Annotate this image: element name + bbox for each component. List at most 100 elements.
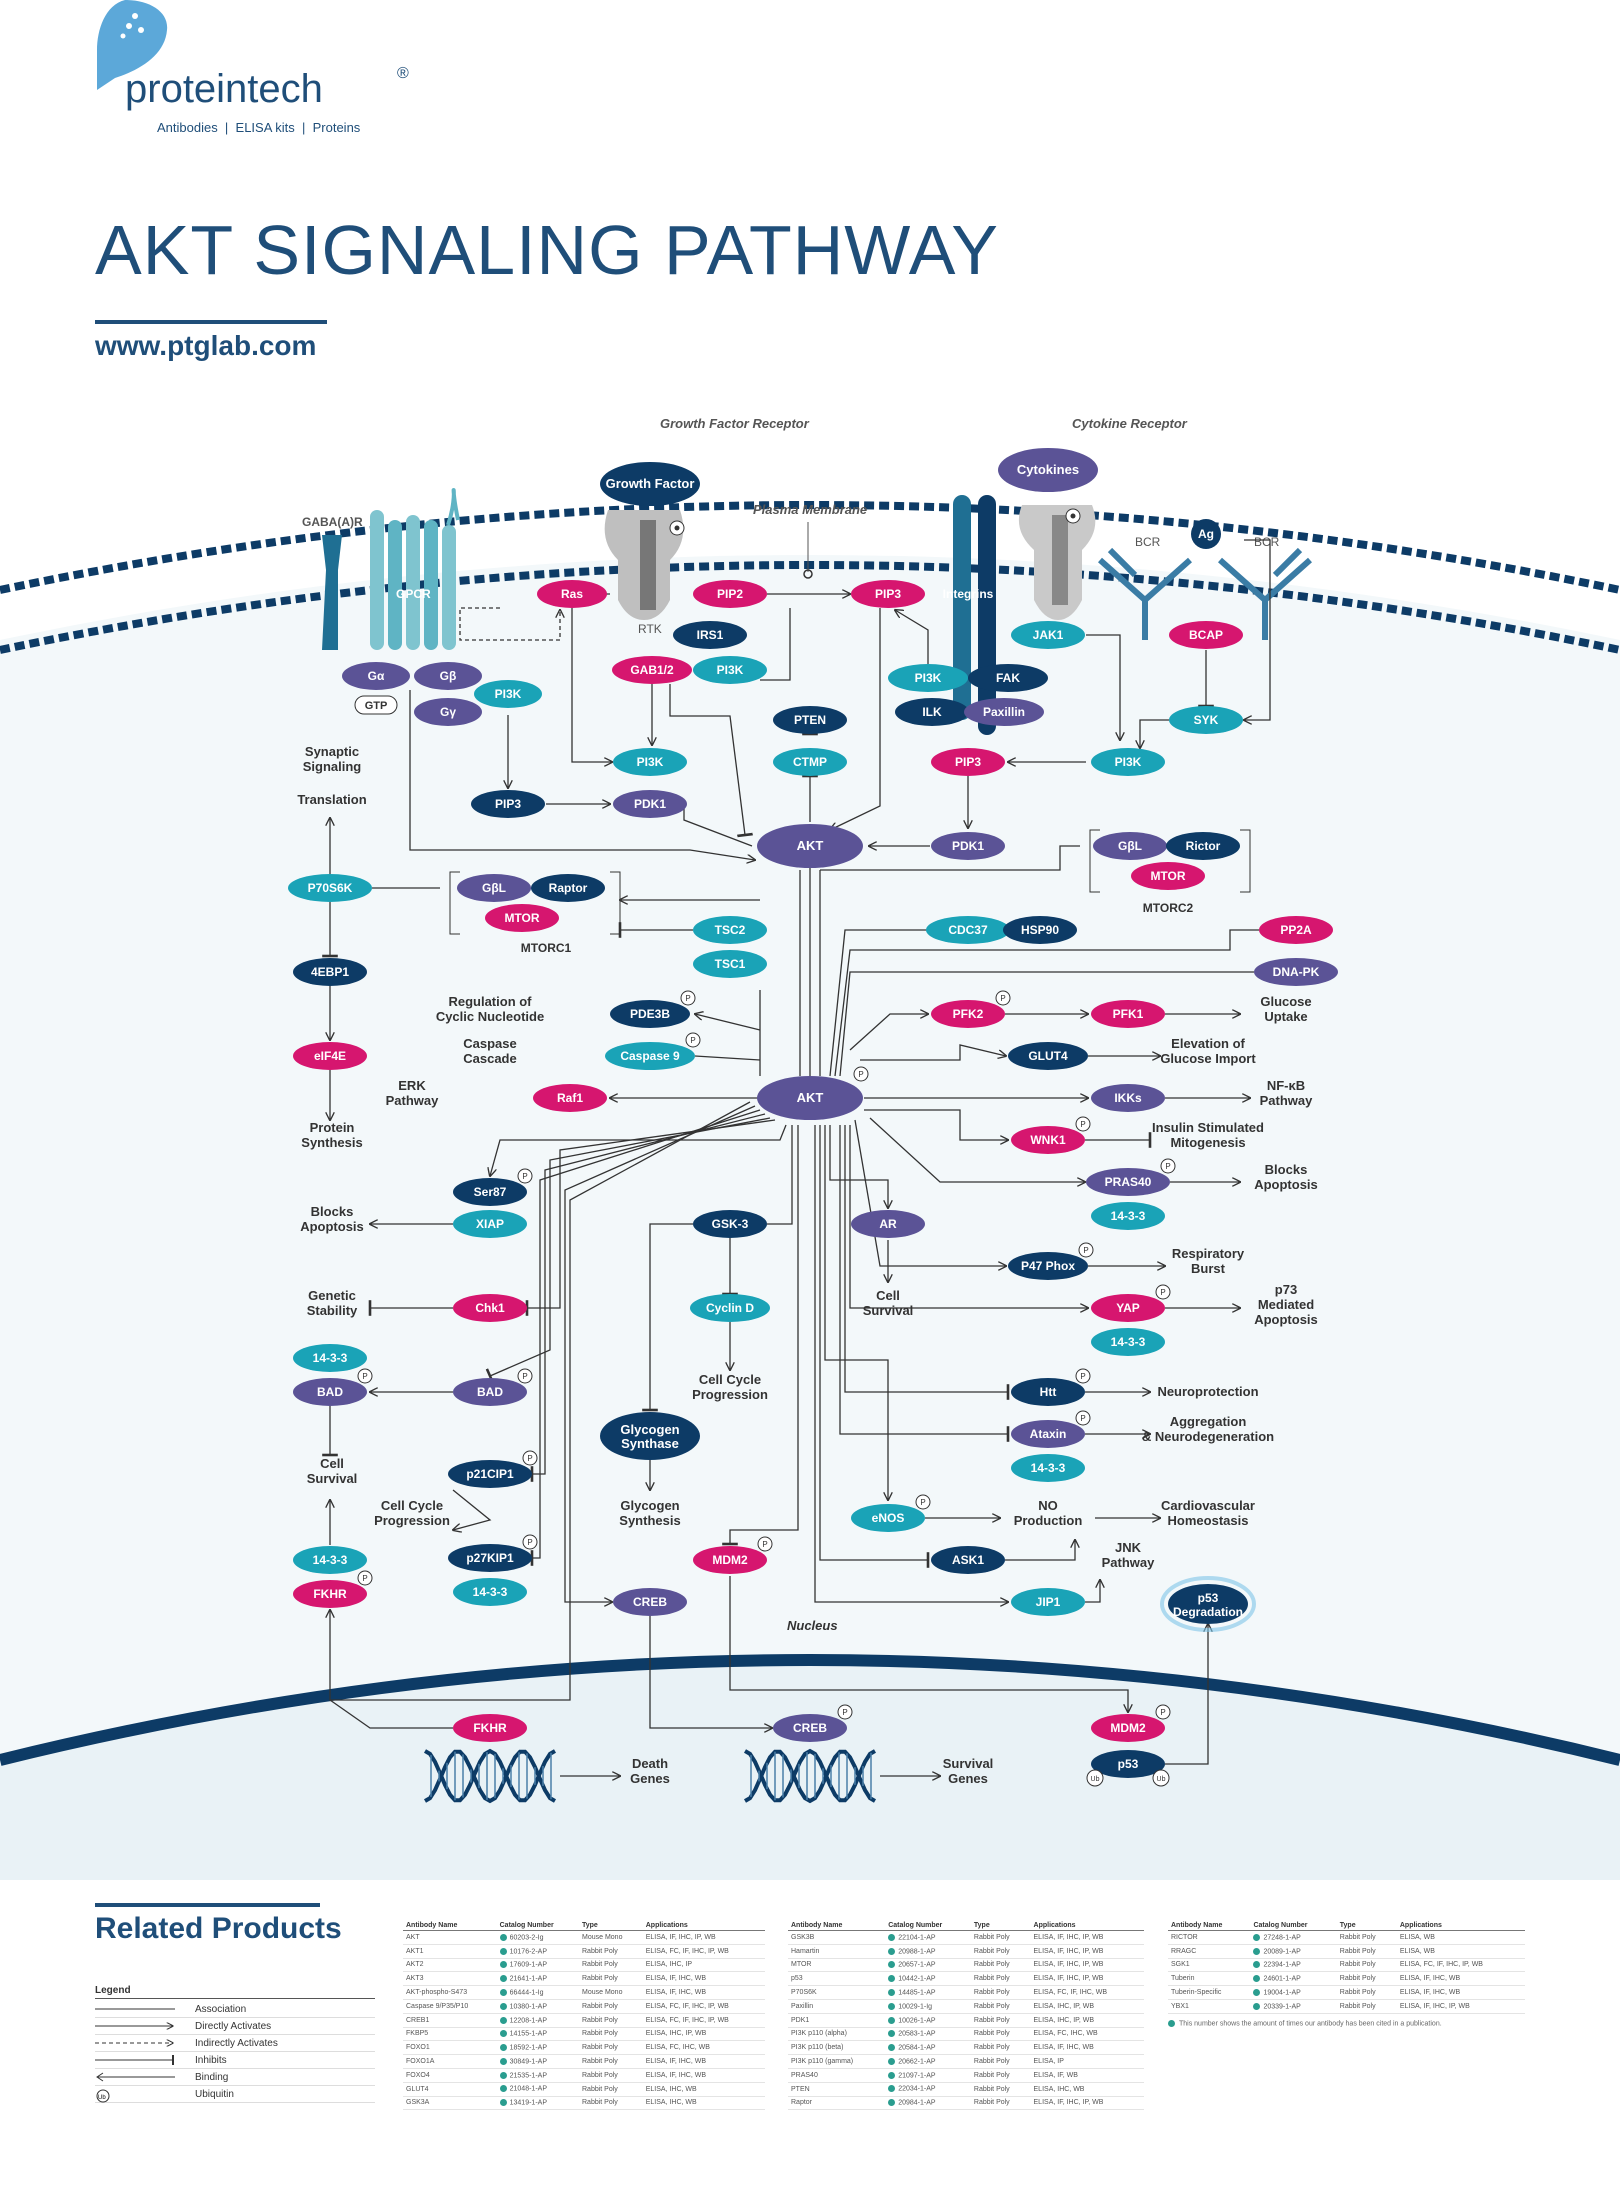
node-gbl1[interactable]: GβL xyxy=(457,874,531,902)
node-hsp90[interactable]: HSP90 xyxy=(1003,916,1077,944)
node-p1433-p27[interactable]: 14-3-3 xyxy=(453,1578,527,1606)
node-cytokines[interactable]: Cytokines xyxy=(998,448,1098,492)
node-ar[interactable]: AR xyxy=(851,1210,925,1238)
node-integrins[interactable]: Integrins xyxy=(943,587,994,601)
node-dnapk[interactable]: DNA-PK xyxy=(1254,958,1338,986)
node-creb-mid[interactable]: CREB xyxy=(613,1588,687,1616)
node-pi3k-rtk[interactable]: PI3K xyxy=(693,656,767,684)
node-pten[interactable]: PTEN xyxy=(773,706,847,734)
node-irs1[interactable]: IRS1 xyxy=(673,621,747,649)
node-mtor2[interactable]: MTOR xyxy=(1131,862,1205,890)
node-caspase9[interactable]: Caspase 9P xyxy=(605,1032,701,1070)
table-cell: Paxillin xyxy=(788,1999,886,2014)
node-paxillin[interactable]: Paxillin xyxy=(964,698,1044,726)
node-cdc37[interactable]: CDC37 xyxy=(926,916,1010,944)
node-pi3k-right[interactable]: PI3K xyxy=(1091,748,1165,776)
node-p1433-yap[interactable]: 14-3-3 xyxy=(1091,1328,1165,1356)
connector-line xyxy=(329,1699,453,1729)
node-pip3-left[interactable]: PIP3 xyxy=(471,790,545,818)
node-xiap[interactable]: XIAP xyxy=(453,1210,527,1238)
node-pi3k-mid[interactable]: PI3K xyxy=(613,748,687,776)
node-shape xyxy=(293,1546,367,1574)
node-pfk1[interactable]: PFK1 xyxy=(1091,1000,1165,1028)
website-link[interactable]: www.ptglab.com xyxy=(95,330,317,361)
node-pp2a[interactable]: PP2A xyxy=(1259,916,1333,944)
node-ikks[interactable]: IKKs xyxy=(1091,1084,1165,1112)
node-bcap[interactable]: BCAP xyxy=(1169,621,1243,649)
table-cell: 20662-1-AP xyxy=(885,2054,971,2069)
node-shape xyxy=(757,824,863,868)
node-ras[interactable]: Ras xyxy=(537,580,607,608)
node-ebp1[interactable]: 4EBP1 xyxy=(293,958,367,986)
logo-mark: proteintech ® Antibodies | ELISA kits | … xyxy=(97,0,409,135)
node-jip1[interactable]: JIP1 xyxy=(1011,1588,1085,1616)
title-divider xyxy=(95,320,327,324)
table-cell: PI3K p110 (alpha) xyxy=(788,2027,886,2042)
node-pip3-mid[interactable]: PIP3 xyxy=(931,748,1005,776)
node-ask1[interactable]: ASK1 xyxy=(931,1546,1005,1574)
table-cell: FOXO1A xyxy=(403,2054,497,2069)
table-cell: Mouse Mono xyxy=(579,1985,643,2000)
node-cyclind[interactable]: Cyclin D xyxy=(690,1294,770,1322)
node-syk[interactable]: SYK xyxy=(1169,706,1243,734)
node-pdk1-left[interactable]: PDK1 xyxy=(613,790,687,818)
node-p1433-ataxin[interactable]: 14-3-3 xyxy=(1011,1454,1085,1482)
node-shape xyxy=(693,950,767,978)
node-chk1[interactable]: Chk1 xyxy=(453,1294,527,1322)
node-jak1[interactable]: JAK1 xyxy=(1011,621,1085,649)
node-p1433-pras[interactable]: 14-3-3 xyxy=(1091,1202,1165,1230)
node-raf1[interactable]: Raf1 xyxy=(533,1084,607,1112)
node-akt-top[interactable]: AKT xyxy=(757,824,863,868)
node-gbeta[interactable]: Gβ xyxy=(414,662,482,690)
node-label: YAP xyxy=(1116,1301,1140,1315)
node-glut4[interactable]: GLUT4 xyxy=(1008,1042,1088,1070)
node-ilk[interactable]: ILK xyxy=(895,698,969,726)
node-p1433-fkhr[interactable]: 14-3-3 xyxy=(293,1546,367,1574)
node-gab12[interactable]: GAB1/2 xyxy=(612,656,692,684)
node-p1433-bad[interactable]: 14-3-3 xyxy=(293,1344,367,1372)
node-pi3k-g[interactable]: PI3K xyxy=(474,680,542,708)
node-tsc1[interactable]: TSC1 xyxy=(693,950,767,978)
node-ctmp[interactable]: CTMP xyxy=(773,748,847,776)
node-pi3k-int[interactable]: PI3K xyxy=(888,664,968,692)
node-mtor1[interactable]: MTOR xyxy=(485,904,559,932)
node-galpha[interactable]: Gα xyxy=(342,662,410,690)
node-p70s6k[interactable]: P70S6K xyxy=(288,874,372,902)
node-pdk1-right[interactable]: PDK1 xyxy=(931,832,1005,860)
node-pip2[interactable]: PIP2 xyxy=(693,580,767,608)
node-ag[interactable]: Ag xyxy=(1191,519,1221,549)
node-gbl2[interactable]: GβL xyxy=(1093,832,1167,860)
node-eif4e[interactable]: eIF4E xyxy=(293,1042,367,1070)
node-tsc2[interactable]: TSC2 xyxy=(693,916,767,944)
node-pip3-top[interactable]: PIP3 xyxy=(851,580,925,608)
node-growth-factor[interactable]: Growth Factor xyxy=(600,462,700,506)
node-ggamma[interactable]: Gγ xyxy=(414,698,482,726)
node-rictor[interactable]: Rictor xyxy=(1166,832,1240,860)
node-fkhr-nuc[interactable]: FKHR xyxy=(453,1714,527,1742)
node-fak[interactable]: FAK xyxy=(968,664,1048,692)
node-gsk3[interactable]: GSK-3 xyxy=(693,1210,767,1238)
node-raptor[interactable]: Raptor xyxy=(531,874,605,902)
